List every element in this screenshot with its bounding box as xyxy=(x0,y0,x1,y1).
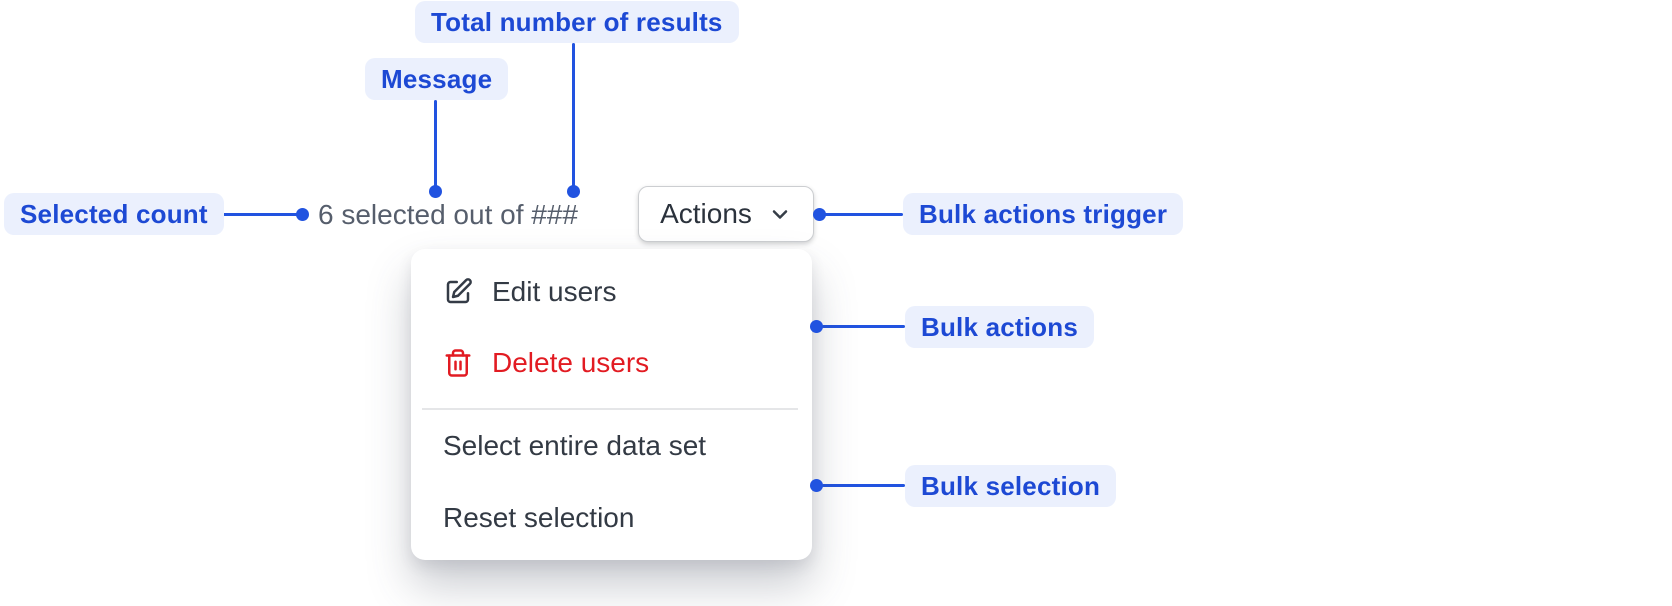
connector-dot-selected-count xyxy=(296,208,309,221)
menu-item-select-entire-data-set[interactable]: Select entire data set xyxy=(411,417,812,475)
annotation-label-selected-count: Selected count xyxy=(4,193,224,235)
annotation-label-bulk-selection: Bulk selection xyxy=(905,465,1117,507)
annotation-label-text: Total number of results xyxy=(431,6,723,37)
annotation-label-text: Message xyxy=(381,63,493,94)
annotation-label-bulk-actions-trigger: Bulk actions trigger xyxy=(903,193,1184,235)
connector-line-bulk-actions-trigger xyxy=(824,213,903,216)
connector-dot-bulk-actions-trigger xyxy=(813,208,826,221)
edit-icon xyxy=(443,277,473,307)
selection-message: 6 selected out of ### xyxy=(318,199,578,230)
connector-line-bulk-actions xyxy=(822,325,905,328)
annotation-label-text: Bulk actions trigger xyxy=(919,198,1168,229)
connector-line-selected-count xyxy=(208,213,298,216)
connector-line-message xyxy=(434,100,437,191)
menu-item-label: Edit users xyxy=(492,276,617,307)
annotation-label-text: Bulk actions xyxy=(921,311,1078,342)
annotation-label-text: Bulk selection xyxy=(921,470,1101,501)
trash-icon xyxy=(443,348,473,378)
annotation-label-message: Message xyxy=(365,58,509,100)
connector-line-total-results xyxy=(572,43,575,191)
annotation-label-bulk-actions: Bulk actions xyxy=(905,306,1094,348)
connector-dot-bulk-selection xyxy=(810,479,823,492)
bulk-actions-trigger-button[interactable]: Actions xyxy=(638,186,814,242)
chevron-down-icon xyxy=(768,202,792,226)
connector-dot-message xyxy=(429,185,442,198)
menu-item-label: Delete users xyxy=(492,347,650,378)
connector-line-bulk-selection xyxy=(822,484,905,487)
menu-divider xyxy=(422,408,798,410)
bulk-actions-menu: Edit users Delete users Select entire da… xyxy=(411,249,812,560)
connector-dot-total-results xyxy=(567,185,580,198)
bulk-actions-trigger-label: Actions xyxy=(660,198,752,229)
annotation-label-text: Selected count xyxy=(20,198,208,229)
connector-dot-bulk-actions xyxy=(810,320,823,333)
annotation-label-total-results: Total number of results xyxy=(415,1,739,43)
menu-item-edit-users[interactable]: Edit users xyxy=(411,263,812,321)
menu-item-reset-selection[interactable]: Reset selection xyxy=(411,489,812,547)
menu-item-label: Reset selection xyxy=(443,501,635,533)
menu-item-label: Select entire data set xyxy=(443,429,707,461)
menu-item-delete-users[interactable]: Delete users xyxy=(411,334,812,392)
